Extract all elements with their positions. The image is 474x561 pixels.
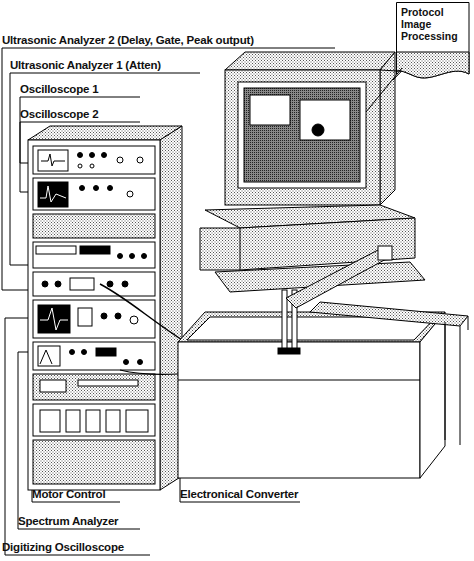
leader-line	[366, 68, 402, 112]
document-box: Protocol Image Processing	[396, 2, 470, 82]
part-label: Motor Control	[32, 488, 105, 501]
part-label: Ultrasonic Analyzer 1 (Atten)	[10, 59, 161, 72]
leader-lines	[2, 48, 335, 555]
part-label: Oscilloscope 1	[20, 83, 98, 96]
part-label: Oscilloscope 2	[20, 108, 98, 121]
part-label: Ultrasonic Analyzer 2 (Delay, Gate, Peak…	[2, 34, 254, 47]
part-label: Electronical Converter	[180, 488, 298, 501]
water-tank	[178, 246, 468, 478]
node-text: Protocol Image Processing	[396, 2, 470, 46]
computer	[200, 52, 425, 292]
part-label: Digitizing Oscilloscope	[2, 541, 124, 554]
part-label: Spectrum Analyzer	[18, 515, 118, 528]
